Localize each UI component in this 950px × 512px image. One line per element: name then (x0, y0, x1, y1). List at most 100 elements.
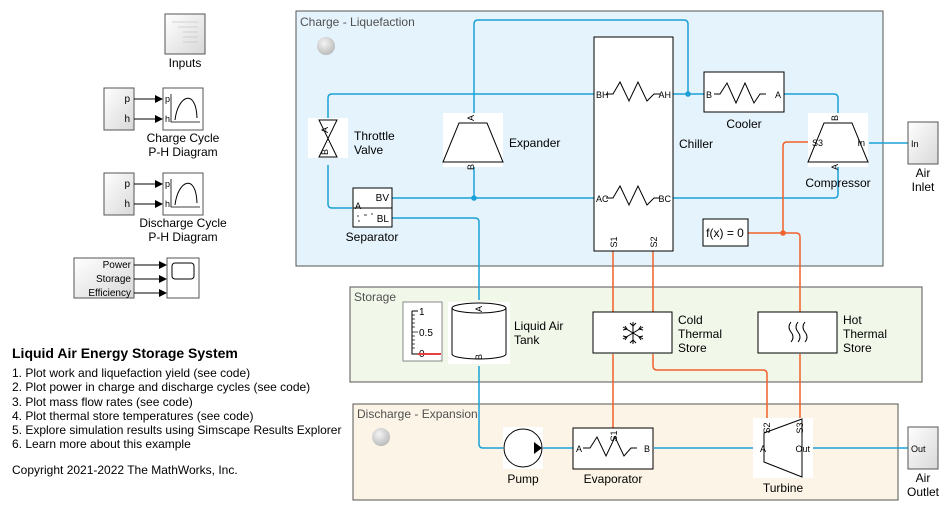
expander-label: Expander (509, 136, 560, 150)
port-label: B (320, 149, 330, 155)
liquid-icon (357, 213, 373, 222)
chiller[interactable]: BH AH AC BC S1 S2 Chiller (593, 36, 713, 252)
expander[interactable]: A B Expander (442, 113, 560, 170)
snowflake-icon (622, 322, 644, 344)
port-label: Out (911, 444, 926, 454)
hot-store-label: Store (843, 341, 872, 355)
turbine[interactable]: A Out S2 S3 Turbine (753, 418, 813, 495)
link-plot-work[interactable]: 1. Plot work and liquefaction yield (see… (12, 366, 251, 381)
port-label: p (124, 94, 130, 105)
port-label: B (466, 164, 476, 170)
line-valve-to-separator (327, 165, 352, 209)
cold-store-label: Cold (678, 313, 703, 327)
port-label: B (706, 90, 712, 100)
discharge-ph-label: P-H Diagram (148, 230, 217, 244)
turbine-label: Turbine (763, 481, 804, 495)
ph-axes-icon (170, 179, 200, 208)
annotation-ball-icon (372, 428, 390, 446)
port-label: BV (376, 193, 390, 204)
copyright: Copyright 2021-2022 The MathWorks, Inc. (12, 463, 238, 478)
charge-ph-label: P-H Diagram (148, 145, 217, 159)
air-outlet-label: Air (916, 471, 931, 485)
port-label: AH (658, 90, 671, 100)
pump[interactable]: Pump (503, 427, 543, 486)
air-outlet[interactable]: Out Air Outlet (907, 426, 940, 499)
separator-label: Separator (346, 230, 399, 244)
line-bl-to-tank (392, 217, 480, 300)
port-label: In (911, 139, 919, 149)
inputs-block[interactable]: Inputs (164, 13, 206, 70)
scope-block (166, 257, 200, 299)
port-label: S2 (762, 422, 772, 433)
cold-store-label: Store (678, 341, 707, 355)
hot-thermal-store[interactable]: Hot Thermal Store (757, 311, 887, 355)
model-annotation: Liquid Air Energy Storage System 1. Plot… (12, 346, 352, 478)
port-label: S3 (795, 422, 805, 433)
fluid-connections (327, 19, 908, 449)
link-plot-mass-flow[interactable]: 3. Plot mass flow rates (see code) (12, 394, 193, 409)
cold-thermal-store[interactable]: Cold Thermal Store (592, 311, 722, 355)
link-results-explorer[interactable]: 5. Explore simulation results using Sims… (12, 423, 342, 438)
discharge-ph-diagram[interactable]: p h p h Discharge Cycle P-H Diagram (103, 172, 227, 244)
pump-label: Pump (507, 472, 539, 486)
compressor-icon (807, 122, 869, 163)
port-label: AC (596, 194, 609, 204)
gauge-scale-icon (411, 310, 418, 355)
ph-dome-icon (174, 182, 198, 206)
heat-exchanger-icon (714, 81, 766, 105)
port-label: A (775, 90, 781, 100)
port-label: BH (596, 90, 609, 100)
port-label: A (576, 444, 582, 454)
port-label: h (124, 114, 130, 125)
port-label: Storage (96, 274, 131, 285)
metrics-subsystem (73, 257, 135, 299)
port-label: h (124, 199, 130, 210)
heat-exchanger-icon (583, 435, 637, 458)
compressor[interactable]: B A S3 In Compressor (805, 113, 871, 190)
area-storage-label: Storage (354, 290, 396, 304)
ph-dome-icon (174, 97, 198, 121)
port-label: S2 (649, 236, 659, 247)
port-label: A (830, 164, 840, 170)
annotation-ball-icon (317, 37, 335, 55)
throttle-valve-label: Valve (354, 143, 383, 157)
solver-configuration[interactable]: f(x) = 0 (702, 218, 749, 247)
throttle-valve[interactable]: A B Throttle Valve (308, 118, 395, 158)
link-learn-more[interactable]: 6. Learn more about this example (12, 437, 191, 452)
port-label: S1 (609, 236, 619, 247)
tank-icon (451, 308, 507, 360)
port-label: A (760, 444, 766, 454)
charge-ph-source-subsystem (103, 87, 135, 131)
valve-icon (318, 119, 338, 158)
model-title: Liquid Air Energy Storage System (12, 345, 238, 361)
line-solver-to-compressor-s3 (782, 141, 812, 233)
thermal-connections (612, 141, 812, 428)
port-label: A (466, 115, 476, 121)
port-label: B (830, 115, 840, 121)
link-plot-power[interactable]: 2. Plot power in charge and discharge cy… (12, 380, 311, 395)
link-plot-thermal-store[interactable]: 4. Plot thermal store temperatures (see … (12, 408, 254, 423)
expander-icon (442, 122, 504, 163)
liquid-air-tank[interactable]: A B Liquid Air Tank (448, 302, 563, 364)
cold-store-label: Thermal (678, 327, 722, 341)
charge-ph-diagram[interactable]: p h p h Charge Cycle P-H Diagram (103, 87, 220, 159)
throttle-valve-label: Throttle (354, 129, 395, 143)
junction-dot (471, 195, 477, 201)
hot-store-label: Thermal (843, 327, 887, 341)
scope-block-group[interactable]: Power Storage Efficiency (73, 257, 200, 299)
air-inlet[interactable]: In Air Inlet (907, 121, 939, 194)
tank-level-gauge[interactable]: 1 0.5 0 (402, 301, 443, 362)
hot-store-label: Hot (843, 313, 862, 327)
line-cold-to-turbine-s2 (652, 354, 768, 420)
evaporator[interactable]: A B S1 Evaporator (572, 427, 654, 486)
port-label: A (320, 127, 330, 133)
turbine-icon (763, 418, 803, 478)
separator[interactable]: BV BL A Separator (346, 187, 399, 244)
tank-label: Tank (514, 333, 540, 347)
port-label: Efficiency (88, 288, 131, 299)
cooler[interactable]: B A Cooler (703, 71, 785, 131)
area-charge[interactable]: Charge - Liquefaction (295, 10, 884, 267)
scope-screen-icon (171, 262, 195, 280)
port-label: p (124, 179, 130, 190)
